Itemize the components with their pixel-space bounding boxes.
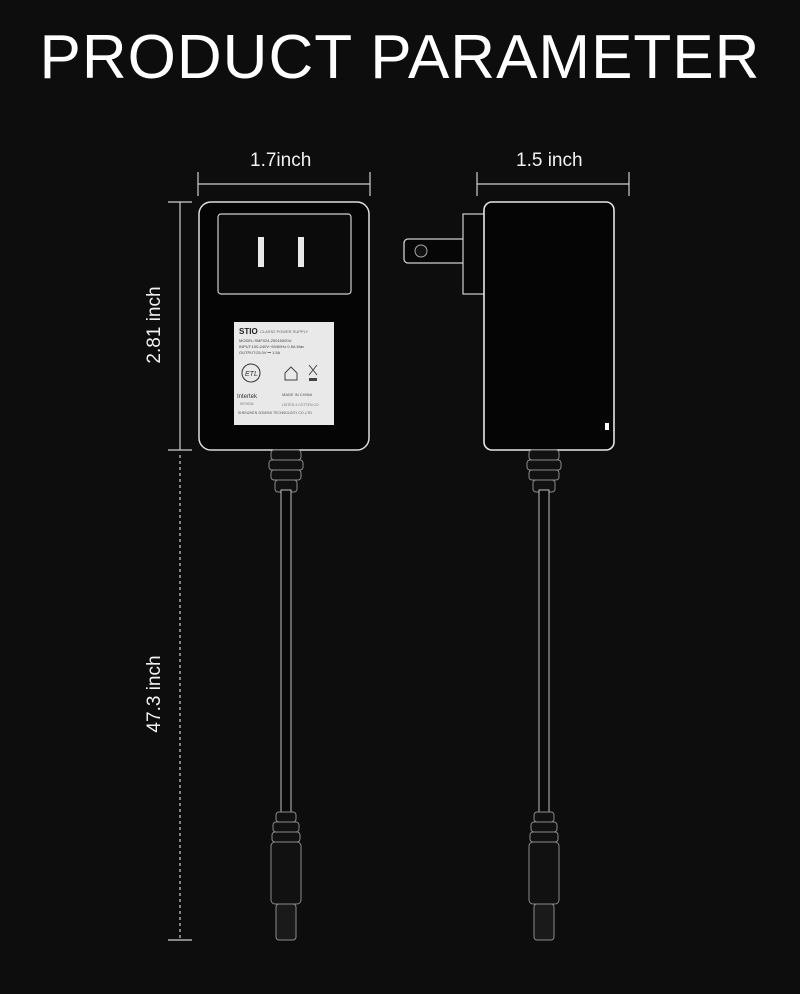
- label-listed: LISTED 4 COTTEN CO: [282, 403, 319, 407]
- prong-right: [298, 237, 304, 267]
- label-output: OUTPUT:25.0V ⎓ 1.5A: [239, 350, 281, 355]
- svg-text:ETL: ETL: [245, 371, 258, 378]
- label-cert-no: 5079034: [240, 402, 254, 406]
- page-title: PRODUCT PARAMETER: [39, 23, 761, 92]
- label-class: CLASS2 POWER SUPPLY: [260, 329, 308, 334]
- label-brand: STIO: [239, 327, 258, 336]
- side-width-dimension-line: [476, 172, 630, 196]
- home-icon: [284, 366, 298, 381]
- cable-front: [280, 489, 292, 816]
- front-width-dimension-line: [197, 172, 371, 196]
- side-width-label: 1.5 inch: [516, 150, 583, 171]
- label-cert: Intertek: [237, 394, 258, 400]
- spec-label: STIO CLASS2 POWER SUPPLY MODEL:SMF024-25…: [234, 322, 334, 425]
- front-width-label: 1.7inch: [250, 150, 312, 171]
- adapter-side-view: [403, 201, 615, 941]
- led-indicator: [605, 423, 609, 430]
- dc-plug-front: [270, 811, 302, 941]
- body-height-dimension-line: [168, 201, 192, 451]
- prong-left: [258, 237, 264, 267]
- cable-side: [538, 489, 550, 816]
- label-input: INPUT:100-240V~50/60Hz 0.5A Max: [239, 344, 304, 349]
- crossed-bin-icon: [308, 364, 318, 376]
- label-made-in: MADE IN CHINA: [282, 392, 313, 397]
- label-maker: SHENZHEN SOMSHI TECHNOLOGY CO.,LTD: [238, 411, 312, 415]
- etl-logo: [241, 363, 261, 383]
- adapter-front-view: STIO CLASS2 POWER SUPPLY MODEL:SMF024-25…: [198, 201, 370, 941]
- dc-plug-side: [528, 811, 560, 941]
- label-model: MODEL:SMF024-25015000U: [239, 338, 292, 343]
- cable-length-dimension-line: [168, 455, 192, 941]
